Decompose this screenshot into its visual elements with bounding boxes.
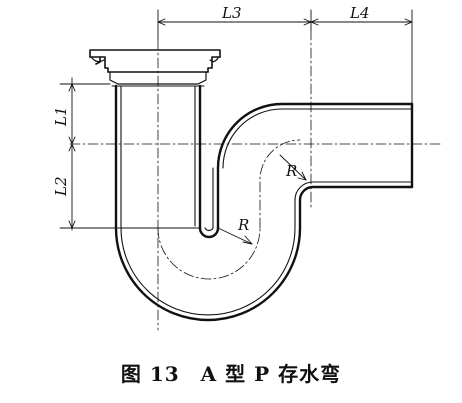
- dim-label-l3: L3: [221, 4, 242, 22]
- trap-body: [114, 84, 414, 322]
- dim-label-l2: L2: [52, 176, 70, 197]
- centerlines: [69, 29, 441, 331]
- radius-label-lower: R: [237, 216, 249, 234]
- dim-label-l4: L4: [349, 4, 370, 22]
- dimension-lines: [59, 9, 413, 245]
- dim-label-l1: L1: [52, 106, 70, 127]
- radius-label-upper: R: [285, 162, 297, 180]
- figure-caption: 图 13 A 型 P 存水弯: [120, 362, 342, 386]
- trap-inner-walls: [120, 85, 413, 316]
- top-flange: [89, 49, 221, 87]
